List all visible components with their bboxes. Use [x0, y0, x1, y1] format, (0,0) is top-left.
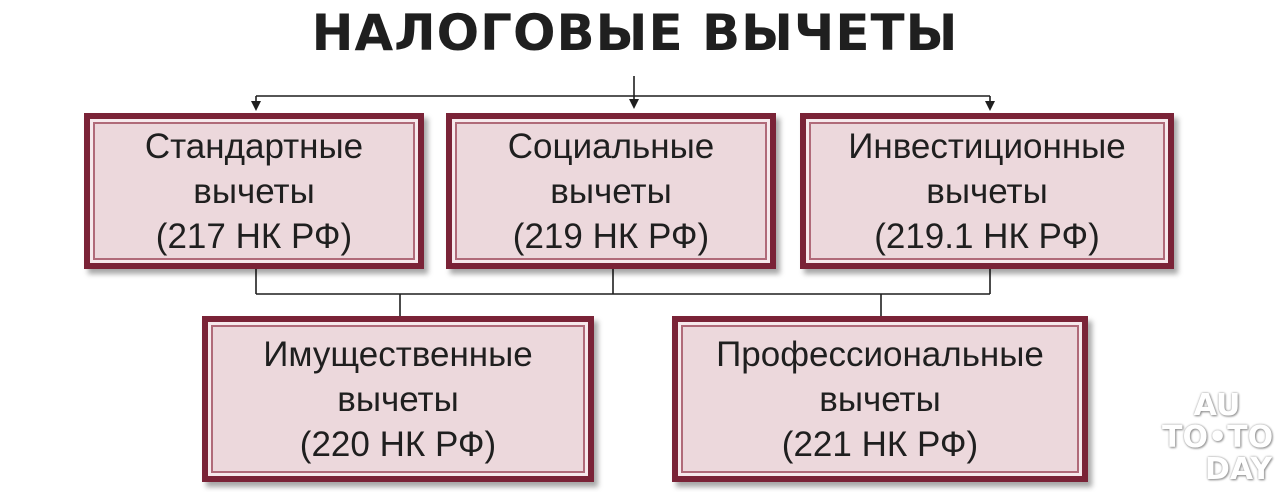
box-standard-line3: (217 НК РФ) [155, 216, 353, 256]
box-invest-line2: вычеты [926, 171, 1048, 211]
box-property-line3: (220 НК РФ) [299, 424, 497, 464]
box-property-line2: вычеты [337, 379, 459, 419]
box-social-deductions: Социальные вычеты (219 НК РФ) [446, 113, 776, 269]
box-invest-line3: (219.1 НК РФ) [874, 216, 1100, 256]
watermark-logo: AU TO•TO DAY [1162, 388, 1274, 487]
box-property-line1: Имущественные [263, 334, 533, 374]
diagram-title: НАЛОГОВЫЕ ВЫЧЕТЫ [311, 4, 959, 62]
box-standard-line1: Стандартные [144, 126, 364, 166]
watermark-line3: DAY [1205, 452, 1272, 487]
box-prof-line2: вычеты [819, 379, 941, 419]
box-prof-line1: Профессиональные [716, 334, 1044, 374]
box-social-line3: (219 НК РФ) [512, 216, 710, 256]
box-investment-deductions: Инвестиционные вычеты (219.1 НК РФ) [800, 113, 1174, 269]
box-social-line2: вычеты [550, 171, 672, 211]
box-social-line1: Социальные [507, 126, 715, 166]
box-standard-line2: вычеты [193, 171, 315, 211]
box-professional-deductions: Профессиональные вычеты (221 НК РФ) [672, 316, 1088, 482]
watermark-line2: TO•TO [1162, 420, 1274, 455]
box-standard-deductions: Стандартные вычеты (217 НК РФ) [84, 113, 424, 269]
box-property-deductions: Имущественные вычеты (220 НК РФ) [202, 316, 594, 482]
box-invest-line1: Инвестиционные [848, 126, 1126, 166]
box-prof-line3: (221 НК РФ) [781, 424, 979, 464]
watermark-line1: AU [1193, 388, 1241, 423]
